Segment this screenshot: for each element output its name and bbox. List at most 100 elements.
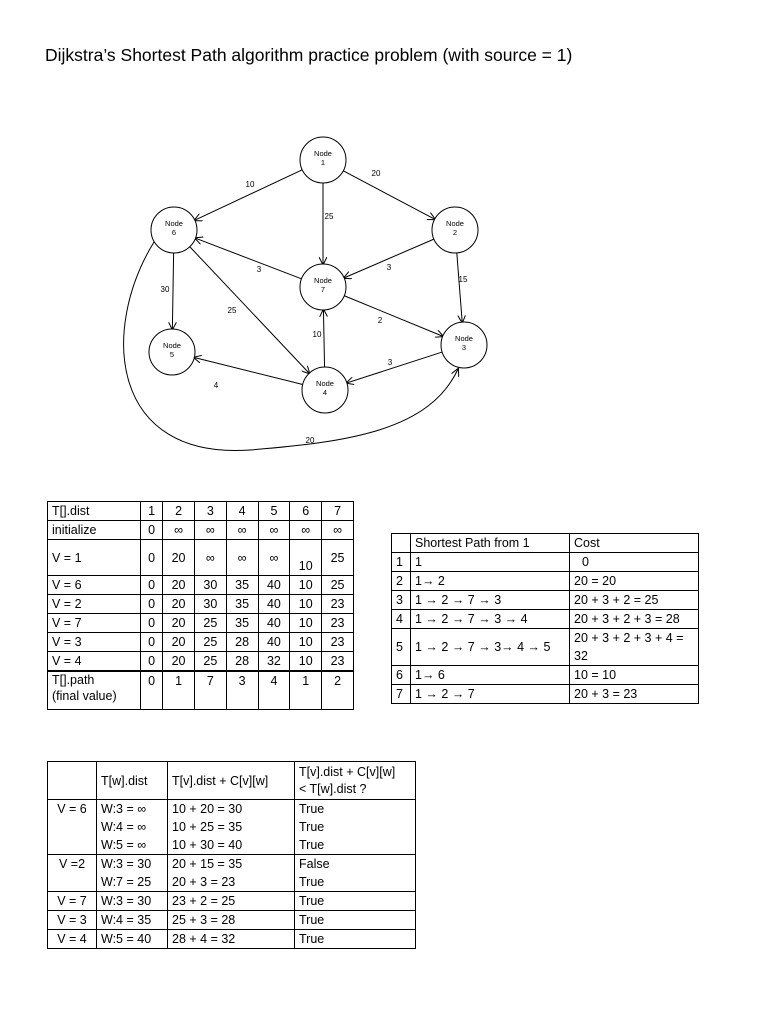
table-cell: 32 <box>257 651 291 671</box>
table-cell: V = 6 <box>47 575 141 595</box>
table-cell: 40 <box>257 594 291 614</box>
table-header-row: Shortest Path from 1 Cost <box>391 533 699 553</box>
table-cell: ∞ <box>162 520 195 540</box>
table-row: V = 3 0 20 25 28 40 10 23 <box>47 632 354 652</box>
edge-weight-label: 4 <box>214 381 219 390</box>
distance-table: T[].dist 1 2 3 4 5 6 7 initialize 0 ∞ ∞ … <box>47 501 354 710</box>
table-cell: W:3 = 30 <box>96 891 168 911</box>
table-cell: 20 <box>162 539 195 576</box>
cell-line: W:3 = ∞ <box>101 802 147 816</box>
edge-4-5 <box>194 358 303 385</box>
node-label: Node <box>316 379 334 388</box>
table-cell: 20 + 15 = 35 20 + 3 = 23 <box>167 854 295 892</box>
table-cell: True <box>294 910 416 930</box>
cell-line: True <box>299 820 325 834</box>
table-cell: 23 <box>321 594 354 614</box>
table-cell: 5 <box>391 628 411 666</box>
table-cell: W:3 = ∞ W:4 = ∞ W:5 = ∞ <box>96 799 168 855</box>
table-cell: 28 <box>225 632 259 652</box>
table-cell: 20 <box>162 575 195 595</box>
edge-weight-label: 30 <box>161 285 170 294</box>
table-row: V = 3 W:4 = 35 25 + 3 = 28 True <box>47 910 416 930</box>
table-cell: 20 + 3 + 2 + 3 + 4 = 32 <box>569 628 699 666</box>
table-cell: 3 <box>225 671 259 710</box>
header-cell: 5 <box>257 501 291 521</box>
header-line: < T[w].dist ? <box>299 781 367 796</box>
header-cell: 2 <box>162 501 195 521</box>
table-row: 1 1 0 <box>391 552 699 572</box>
edge-6-5 <box>172 252 173 329</box>
table-cell: 7 <box>391 684 411 704</box>
cell-line: 10 + 20 = 30 <box>172 802 243 816</box>
table-cell: V = 1 <box>47 539 141 576</box>
table-cell: V = 7 <box>47 891 97 911</box>
table-cell: 20 <box>162 594 195 614</box>
table-row: V = 7 0 20 25 35 40 10 23 <box>47 613 354 633</box>
header-cell: 4 <box>225 501 259 521</box>
cell-line: 10 + 25 = 35 <box>172 820 243 834</box>
edge-weight-label: 20 <box>306 436 315 445</box>
edge-3-4 <box>347 351 443 383</box>
header-cell: 1 <box>139 501 164 521</box>
table-row: initialize 0 ∞ ∞ ∞ ∞ ∞ ∞ <box>47 520 354 540</box>
table-cell: 23 <box>321 613 354 633</box>
table-row: 3 1 → 2 → 7 → 3 20 + 3 + 2 = 25 <box>391 590 699 610</box>
table-cell: 20 + 3 = 23 <box>569 684 699 704</box>
table-cell: 0 <box>139 594 164 614</box>
node-id: 5 <box>170 350 174 359</box>
table-cell: 40 <box>257 632 291 652</box>
node-label: Node <box>314 276 332 285</box>
table-cell: ∞ <box>193 539 227 576</box>
table-cell: 1 → 2 → 7 → 3 <box>410 590 570 610</box>
table-cell: 3 <box>391 590 411 610</box>
edge-weight-label: 20 <box>372 169 381 178</box>
table-cell: 23 <box>321 651 354 671</box>
header-cell <box>391 533 411 553</box>
header-cell: 7 <box>321 501 354 521</box>
table-row: V = 6 0 20 30 35 40 10 25 <box>47 575 354 595</box>
table-cell: V = 4 <box>47 651 141 671</box>
edge-4-7 <box>323 310 324 368</box>
table-cell: 1→ 6 <box>410 665 570 685</box>
edge-weight-label: 3 <box>388 358 393 367</box>
table-cell: ∞ <box>289 520 323 540</box>
table-row: V = 2 0 20 30 35 40 10 23 <box>47 594 354 614</box>
header-cell <box>47 761 97 800</box>
table-cell: V = 6 <box>47 799 97 855</box>
table-cell: 10 <box>289 539 323 576</box>
edge-6-3 <box>123 241 458 451</box>
table-cell: 7 <box>193 671 227 710</box>
table-cell: 25 <box>321 539 354 576</box>
table-cell: 25 <box>193 632 227 652</box>
table-cell: ∞ <box>257 520 291 540</box>
edge-weight-label: 10 <box>313 330 322 339</box>
table-cell: ∞ <box>257 539 291 576</box>
table-cell: 4 <box>391 609 411 629</box>
table-cell: 0 <box>139 613 164 633</box>
edge-weight-label: 3 <box>387 263 392 272</box>
table-cell: 40 <box>257 575 291 595</box>
edge-weight-label: 10 <box>246 180 255 189</box>
table-cell: 2 <box>321 671 354 710</box>
table-row: 4 1 → 2 → 7 → 3 → 4 20 + 3 + 2 + 3 = 28 <box>391 609 699 629</box>
table-cell: ∞ <box>225 520 259 540</box>
table-cell: 6 <box>391 665 411 685</box>
edge-6-4 <box>189 246 309 374</box>
table-cell: 23 <box>321 632 354 652</box>
table-cell: 30 <box>193 594 227 614</box>
cell-line: True <box>299 838 325 852</box>
table-cell: W:4 = 35 <box>96 910 168 930</box>
cell-line: 10 + 30 = 40 <box>172 838 243 852</box>
cell-line: True <box>299 802 325 816</box>
table-cell: 1 <box>289 671 323 710</box>
table-cell: 20 = 20 <box>569 571 699 591</box>
table-cell: 10 <box>289 594 323 614</box>
table-cell: True True True <box>294 799 416 855</box>
edge-weight-label: 25 <box>325 212 334 221</box>
header-cell: T[].dist <box>47 501 141 521</box>
